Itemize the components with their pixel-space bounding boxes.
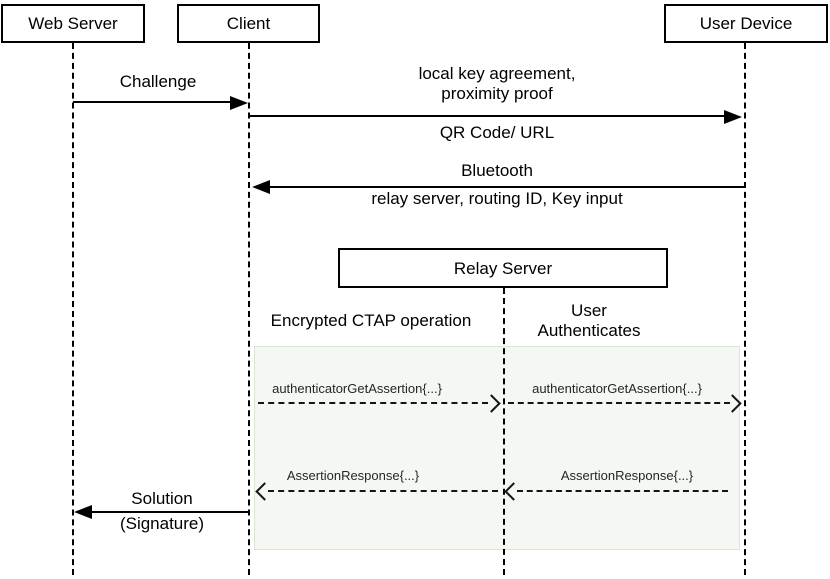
solution-label: Solution <box>131 489 193 508</box>
key-agreement-arrowhead-icon <box>724 110 742 124</box>
encrypted-session-region <box>254 346 740 550</box>
assertion-response-relay-client-line <box>268 490 498 492</box>
user-authenticates-line1: User <box>571 301 607 320</box>
get-assertion-client-relay-line <box>258 402 488 404</box>
get-assertion-client-relay-label: authenticatorGetAssertion{...} <box>272 381 442 396</box>
assertion-response-relay-client-label: AssertionResponse{...} <box>286 468 420 483</box>
client-lifeline <box>248 43 250 575</box>
bluetooth-payload-label: relay server, routing ID, Key input <box>371 189 623 208</box>
user-authenticates-line2: Authenticates <box>537 320 641 340</box>
actor-label-web-server: Web Server <box>28 14 118 33</box>
key-agreement-label: local key agreement, proximity proof <box>419 64 576 103</box>
solution-arrow-line <box>91 511 248 513</box>
web-server-lifeline <box>72 43 74 575</box>
key-agreement-label-line1: local key agreement, <box>418 64 576 83</box>
qr-code-label: QR Code/ URL <box>439 123 555 142</box>
actor-label-relay-server: Relay Server <box>453 258 553 278</box>
assertion-response-device-relay-label: AssertionResponse{...} <box>560 468 694 483</box>
challenge-arrow-line <box>73 101 230 103</box>
challenge-arrowhead-icon <box>230 96 248 110</box>
actor-label-user-device: User Device <box>699 14 793 33</box>
relay-server-lifeline <box>503 288 505 575</box>
user-authenticates-section-label: User Authenticates <box>537 301 640 340</box>
actor-box-user-device: User Device <box>664 4 828 43</box>
actor-box-web-server: Web Server <box>1 4 145 43</box>
user-device-lifeline <box>744 43 746 575</box>
get-assertion-relay-device-label: authenticatorGetAssertion{...} <box>532 381 702 396</box>
challenge-label: Challenge <box>119 72 197 91</box>
get-assertion-relay-device-line <box>508 402 730 404</box>
bluetooth-arrowhead-icon <box>252 180 270 194</box>
encrypted-ctap-section-label: Encrypted CTAP operation <box>270 311 472 330</box>
solution-arrowhead-icon <box>74 505 92 519</box>
actor-box-relay-server: Relay Server <box>338 248 668 288</box>
key-agreement-label-line2: proximity proof <box>441 83 553 103</box>
bluetooth-arrow-line <box>268 186 744 188</box>
key-agreement-arrow-line <box>250 115 726 117</box>
actor-box-client: Client <box>177 4 320 43</box>
actor-label-client: Client <box>226 14 271 33</box>
signature-label: (Signature) <box>119 514 205 533</box>
bluetooth-label: Bluetooth <box>461 161 533 180</box>
assertion-response-device-relay-line <box>517 490 728 492</box>
